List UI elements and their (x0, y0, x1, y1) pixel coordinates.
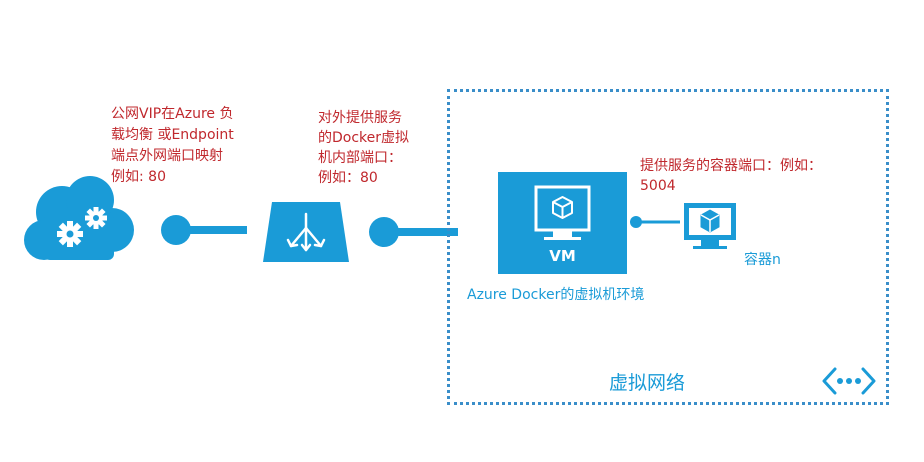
vm-monitor-icon (534, 185, 591, 240)
container-label: 容器n (744, 252, 781, 268)
vm-caption: Azure Docker的虚拟机环境 (467, 287, 645, 303)
public-vip-label: 公网VIP在Azure 负 载均衡 或Endpoint 端点外网端口映射 例如:… (111, 104, 234, 188)
public-vip-line: 公网VIP在Azure 负 (111, 106, 234, 122)
external-service-line: 的Docker虚拟 (318, 130, 410, 146)
connector-dot-lb (369, 217, 399, 247)
vm-box: VM (498, 172, 627, 274)
virtual-network-label: 虚拟网络 (609, 372, 686, 394)
external-service-line: 机内部端口： (318, 150, 402, 166)
public-vip-line: 载均衡 或Endpoint (111, 127, 234, 143)
container-port-line: 5004 (640, 178, 676, 194)
public-vip-line: 例如: 80 (111, 169, 166, 185)
container-port-label: 提供服务的容器端口：例如： 5004 (640, 156, 822, 196)
container-port-line: 提供服务的容器端口：例如： (640, 158, 822, 174)
virtual-network-boundary (447, 89, 889, 405)
vm-label: VM (549, 247, 576, 265)
external-service-label: 对外提供服务 的Docker虚拟 机内部端口： 例如：80 (318, 108, 409, 188)
external-service-line: 对外提供服务 (318, 110, 402, 126)
public-vip-line: 端点外网端口映射 (111, 148, 223, 164)
external-service-line: 例如：80 (318, 170, 378, 186)
connector-dot-vm (630, 216, 642, 228)
connector-dot-cloud (161, 215, 191, 245)
